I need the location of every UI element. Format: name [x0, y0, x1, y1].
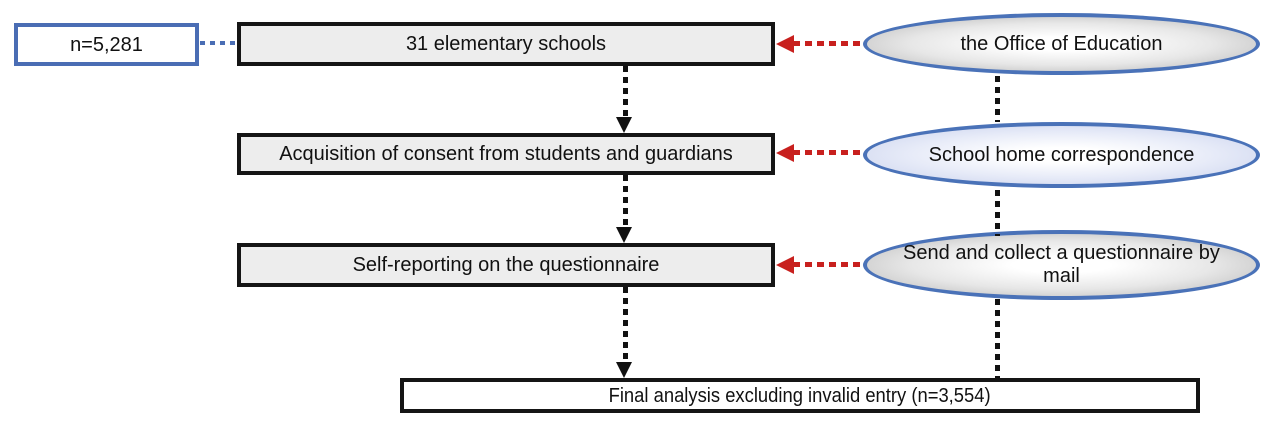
down-arrowhead-icon	[616, 362, 632, 378]
sample-size-box: n=5,281	[14, 23, 199, 66]
method-office-label: the Office of Education	[960, 32, 1163, 55]
method-ellipse-office-of-education: the Office of Education	[863, 13, 1260, 75]
step-box-schools: 31 elementary schools	[237, 22, 775, 66]
connector-office-to-schools	[793, 41, 863, 46]
final-analysis-box: Final analysis excluding invalid entry (…	[400, 378, 1200, 413]
left-arrowhead-icon	[776, 256, 794, 274]
left-arrowhead-icon	[776, 144, 794, 162]
step-box-consent-label: Acquisition of consent from students and…	[279, 143, 733, 165]
connector-mail-to-questionnaire	[793, 262, 863, 267]
sample-size-label: n=5,281	[70, 33, 143, 56]
method-ellipse-mail-questionnaire: Send and collect a questionnaire by mail	[863, 230, 1260, 300]
connector-mail-to-final	[995, 299, 1000, 378]
connector-correspondence-to-consent	[793, 150, 863, 155]
method-correspondence-label: School home correspondence	[928, 143, 1195, 166]
final-analysis-label: Final analysis excluding invalid entry (…	[608, 384, 991, 407]
step-box-questionnaire: Self-reporting on the questionnaire	[237, 243, 775, 287]
step-box-questionnaire-label: Self-reporting on the questionnaire	[352, 254, 660, 276]
connector-schools-to-consent	[623, 66, 628, 118]
connector-office-to-correspondence	[995, 76, 1000, 122]
step-box-schools-label: 31 elementary schools	[405, 33, 607, 55]
step-box-consent: Acquisition of consent from students and…	[237, 133, 775, 175]
connector-correspondence-to-mail	[995, 190, 1000, 236]
connector-consent-to-questionnaire	[623, 175, 628, 228]
left-arrowhead-icon	[776, 35, 794, 53]
connector-questionnaire-to-final	[623, 287, 628, 363]
down-arrowhead-icon	[616, 227, 632, 243]
method-ellipse-home-correspondence: School home correspondence	[863, 122, 1260, 188]
down-arrowhead-icon	[616, 117, 632, 133]
connector-sample-to-schools	[200, 41, 237, 45]
method-mail-label: Send and collect a questionnaire by mail	[903, 242, 1220, 287]
